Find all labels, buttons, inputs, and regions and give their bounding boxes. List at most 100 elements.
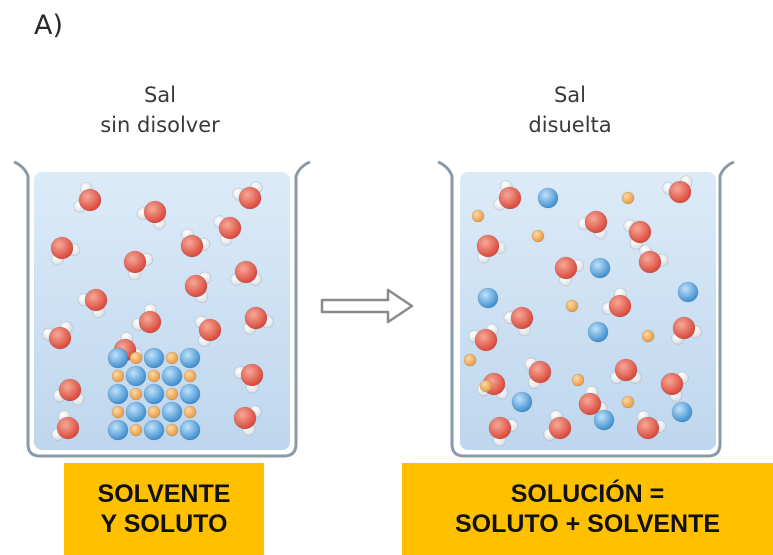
caption-right-line2: disuelta xyxy=(528,113,612,137)
water-molecule xyxy=(488,416,519,447)
label-solution-equation: SOLUCIÓN = SOLUTO + SOLVENTE xyxy=(402,463,773,555)
water-molecule xyxy=(476,234,507,264)
water-molecule xyxy=(468,323,499,352)
chloride-ion xyxy=(143,419,165,441)
water-molecule xyxy=(577,210,608,240)
beaker-left-glass xyxy=(13,160,311,458)
chloride-ion xyxy=(179,419,201,441)
beaker-left xyxy=(13,160,311,458)
caption-right-line1: Sal xyxy=(553,83,587,107)
chloride-ion xyxy=(179,383,201,405)
sodium-ion xyxy=(147,369,161,383)
water-molecule xyxy=(543,410,572,441)
water-molecule xyxy=(660,371,689,402)
water-molecule xyxy=(578,385,608,416)
water-molecule xyxy=(77,288,108,319)
water-molecule xyxy=(493,180,522,211)
chloride-ion xyxy=(511,391,533,413)
water-molecule xyxy=(233,405,262,436)
water-molecule xyxy=(53,378,85,406)
label-right-line1: SOLUCIÓN = xyxy=(510,480,665,508)
water-molecule xyxy=(73,182,102,213)
sodium-ion xyxy=(147,405,161,419)
chloride-ion xyxy=(477,287,499,309)
sodium-ion xyxy=(621,395,635,409)
sodium-ion xyxy=(641,329,655,343)
water-molecule xyxy=(671,316,702,345)
water-molecule xyxy=(243,306,274,335)
water-molecule xyxy=(610,358,642,384)
water-molecule xyxy=(230,260,262,286)
chloride-ion xyxy=(143,347,165,369)
molecules-left xyxy=(42,181,274,441)
caption-undissolved-salt: Sal sin disolver xyxy=(60,80,260,140)
sodium-ion xyxy=(165,351,179,365)
water-molecule xyxy=(42,321,73,350)
chloride-ion xyxy=(143,383,165,405)
label-left-line2: Y SOLUTO xyxy=(100,510,228,538)
beaker-right xyxy=(437,160,735,458)
water-molecule xyxy=(50,236,81,266)
chloride-ion xyxy=(589,257,611,279)
chloride-ion xyxy=(107,383,129,405)
sodium-ion xyxy=(565,299,579,313)
water-molecule xyxy=(638,244,669,274)
sodium-ion xyxy=(111,369,125,383)
water-molecule xyxy=(123,250,154,281)
water-molecule xyxy=(636,410,667,440)
chloride-ion xyxy=(161,401,183,423)
sodium-ion xyxy=(111,405,125,419)
beaker-right-liquid xyxy=(460,172,716,450)
sodium-ion xyxy=(183,405,197,419)
sodium-ion xyxy=(471,209,485,223)
chloride-ion xyxy=(161,365,183,387)
water-molecule xyxy=(136,200,167,230)
chloride-ion xyxy=(537,187,559,209)
panel-label: A) xyxy=(34,10,64,41)
water-molecule xyxy=(662,175,693,204)
sodium-ion xyxy=(129,423,143,437)
water-molecule xyxy=(503,306,534,337)
label-left-line1: SOLVENTE xyxy=(97,480,231,508)
sodium-ion xyxy=(531,229,545,243)
water-molecule xyxy=(184,271,212,303)
label-right-line2: SOLUTO + SOLVENTE xyxy=(454,510,721,538)
sodium-ion xyxy=(621,191,635,205)
sodium-ion xyxy=(183,369,197,383)
water-molecule xyxy=(623,219,652,250)
chloride-ion xyxy=(671,401,693,423)
sodium-ion xyxy=(129,387,143,401)
molecules-right xyxy=(463,175,702,447)
process-arrow xyxy=(320,288,414,324)
caption-left-line1: Sal xyxy=(143,83,177,107)
water-molecule xyxy=(180,228,211,258)
water-molecule xyxy=(524,357,552,389)
chloride-ion xyxy=(125,401,147,423)
chloride-ion xyxy=(107,419,129,441)
sodium-ion xyxy=(571,373,585,387)
water-molecule xyxy=(131,303,162,334)
water-molecule xyxy=(194,315,222,347)
sodium-ion xyxy=(165,423,179,437)
chloride-ion xyxy=(179,347,201,369)
water-molecule xyxy=(232,181,263,210)
sodium-ion xyxy=(479,379,493,393)
chloride-ion xyxy=(107,347,129,369)
chloride-ion xyxy=(593,409,615,431)
label-solvent-and-solute: SOLVENTE Y SOLUTO xyxy=(64,463,264,555)
water-molecule xyxy=(213,215,242,246)
water-molecule xyxy=(51,410,80,441)
water-molecule xyxy=(554,256,585,287)
beaker-right-glass xyxy=(437,160,735,458)
sodium-ion xyxy=(129,351,143,365)
chloride-ion xyxy=(125,365,147,387)
chloride-ion xyxy=(677,281,699,303)
caption-left-line2: sin disolver xyxy=(100,113,220,137)
sodium-ion xyxy=(463,353,477,367)
caption-dissolved-salt: Sal disuelta xyxy=(470,80,670,140)
chloride-ion xyxy=(587,321,609,343)
water-molecule xyxy=(601,287,632,318)
sodium-ion xyxy=(165,387,179,401)
water-molecule xyxy=(233,363,264,394)
